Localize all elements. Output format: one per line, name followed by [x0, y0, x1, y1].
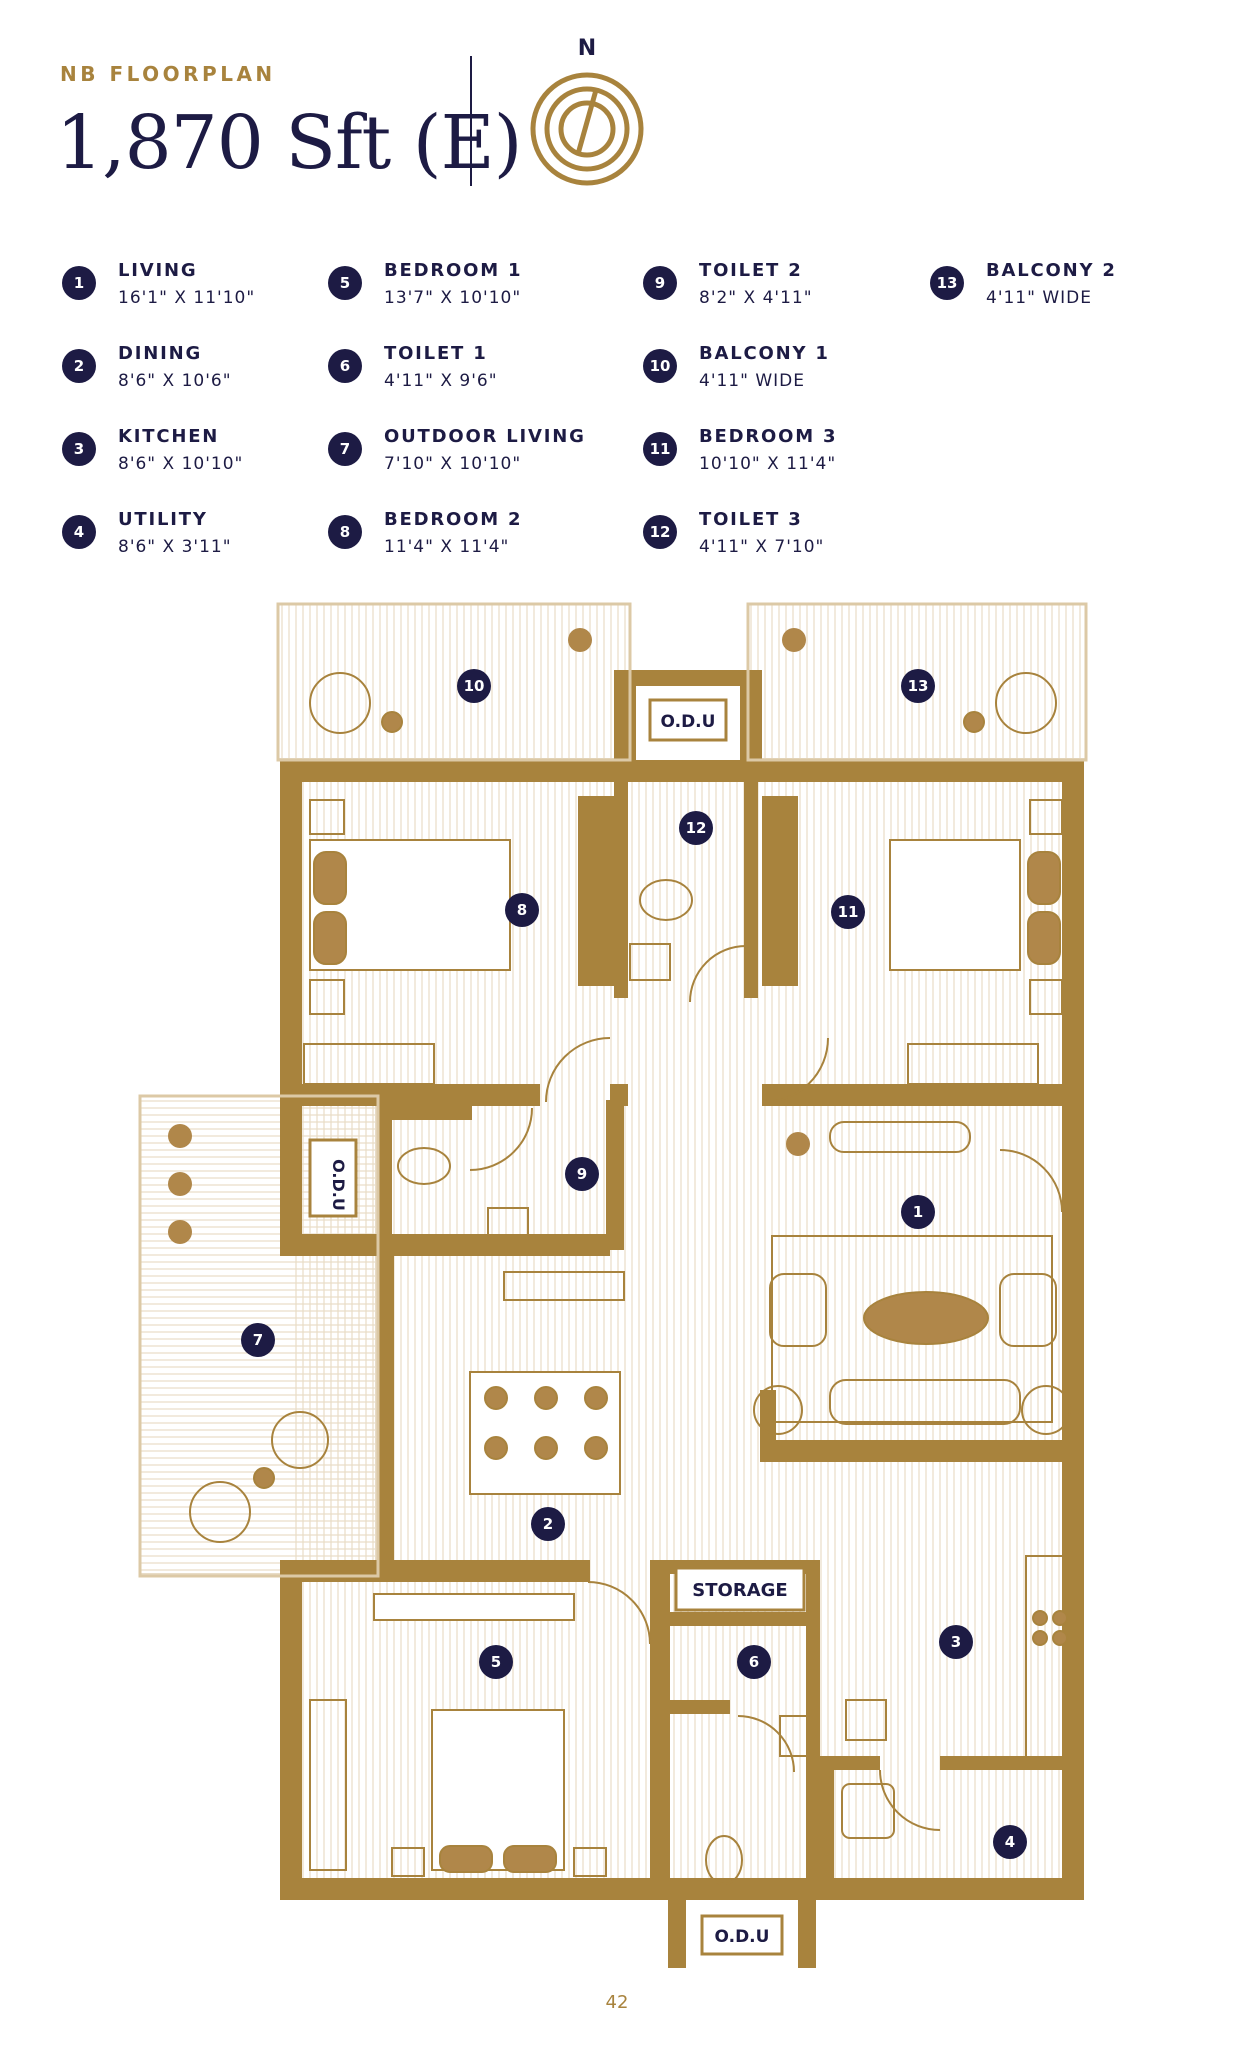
door-swings	[469, 945, 1063, 1831]
legend-room-name: TOILET 2	[699, 260, 803, 281]
eyebrow-label: NB FLOORPLAN	[60, 62, 276, 86]
legend-number-badge: 7	[328, 432, 362, 466]
compass-north-label: N	[577, 36, 597, 61]
legend-room-name: BALCONY 1	[699, 343, 830, 364]
legend-number-badge: 4	[62, 515, 96, 549]
legend-room-dimension: 4'11" WIDE	[699, 371, 805, 391]
header-divider	[470, 56, 472, 186]
compass-icon	[530, 72, 644, 186]
storage-label: STORAGE	[692, 1580, 787, 1601]
compass: N	[522, 36, 652, 188]
legend-room-dimension: 4'11" WIDE	[986, 288, 1092, 308]
svg-text:8: 8	[517, 901, 527, 919]
odu-label-left: O.D.U	[329, 1159, 348, 1211]
legend-room-name: TOILET 1	[384, 343, 488, 364]
svg-text:1: 1	[913, 1203, 923, 1221]
legend-room-name: UTILITY	[118, 509, 208, 530]
legend-number-badge: 3	[62, 432, 96, 466]
odu-label-bottom: O.D.U	[715, 1927, 770, 1947]
legend-room-name: TOILET 3	[699, 509, 803, 530]
legend-number-badge: 10	[643, 349, 677, 383]
svg-text:5: 5	[491, 1653, 501, 1671]
room-marker-4: 4	[993, 1825, 1027, 1859]
legend-room-name: BALCONY 2	[986, 260, 1117, 281]
svg-text:9: 9	[577, 1165, 587, 1183]
legend-room-dimension: 4'11" X 7'10"	[699, 537, 825, 557]
room-marker-5: 5	[479, 1645, 513, 1679]
svg-text:6: 6	[749, 1653, 759, 1671]
svg-text:3: 3	[951, 1633, 961, 1651]
storage: STORAGE	[674, 1566, 806, 1612]
legend-room-dimension: 11'4" X 11'4"	[384, 537, 510, 557]
svg-text:12: 12	[686, 819, 707, 837]
odu-label-top: O.D.U	[661, 712, 716, 732]
svg-text:2: 2	[543, 1515, 553, 1533]
legend-room-name: BEDROOM 1	[384, 260, 523, 281]
legend-room-dimension: 10'10" X 11'4"	[699, 454, 837, 474]
svg-text:4: 4	[1005, 1833, 1015, 1851]
room-marker-1: 1	[901, 1195, 935, 1229]
furniture	[189, 672, 1075, 1885]
legend-number-badge: 1	[62, 266, 96, 300]
room-marker-7: 7	[241, 1323, 275, 1357]
odu-units: O.D.U O.D.U O.D.U	[308, 698, 784, 1956]
legend-number-badge: 11	[643, 432, 677, 466]
legend-room-dimension: 8'6" X 3'11"	[118, 537, 232, 557]
legend-number-badge: 13	[930, 266, 964, 300]
room-marker-6: 6	[737, 1645, 771, 1679]
legend-number-badge: 8	[328, 515, 362, 549]
legend-room-dimension: 4'11" X 9'6"	[384, 371, 498, 391]
legend-number-badge: 2	[62, 349, 96, 383]
balcony-outlines	[138, 602, 1088, 1578]
legend-room-dimension: 7'10" X 10'10"	[384, 454, 522, 474]
room-marker-11: 11	[831, 895, 865, 929]
legend-room-name: DINING	[118, 343, 203, 364]
room-marker-2: 2	[531, 1507, 565, 1541]
legend-room-name: KITCHEN	[118, 426, 220, 447]
legend-room-name: LIVING	[118, 260, 198, 281]
svg-text:7: 7	[253, 1331, 263, 1349]
room-marker-12: 12	[679, 811, 713, 845]
legend-room-dimension: 8'6" X 10'6"	[118, 371, 232, 391]
legend-room-dimension: 16'1" X 11'10"	[118, 288, 256, 308]
legend-number-badge: 9	[643, 266, 677, 300]
svg-text:13: 13	[908, 677, 929, 695]
room-marker-13: 13	[901, 669, 935, 703]
room-legend: 1 LIVING 16'1" X 11'10" 2 DINING 8'6" X …	[0, 0, 1234, 580]
legend-room-name: BEDROOM 3	[699, 426, 838, 447]
legend-room-dimension: 8'6" X 10'10"	[118, 454, 244, 474]
room-marker-10: 10	[457, 669, 491, 703]
plants	[168, 628, 810, 1244]
svg-text:11: 11	[838, 903, 859, 921]
legend-number-badge: 6	[328, 349, 362, 383]
svg-text:10: 10	[464, 677, 485, 695]
room-markers: 10 13 12 8 11 9 1 7 2 5 6 3 4	[241, 669, 1027, 1859]
legend-number-badge: 5	[328, 266, 362, 300]
legend-room-dimension: 8'2" X 4'11"	[699, 288, 813, 308]
walls	[280, 670, 1084, 1968]
legend-room-dimension: 13'7" X 10'10"	[384, 288, 522, 308]
room-marker-8: 8	[505, 893, 539, 927]
page-number: 42	[605, 1992, 629, 2013]
room-marker-9: 9	[565, 1157, 599, 1191]
legend-room-name: BEDROOM 2	[384, 509, 523, 530]
page-title: 1,870 Sft (E)	[56, 100, 522, 186]
room-marker-3: 3	[939, 1625, 973, 1659]
legend-room-name: OUTDOOR LIVING	[384, 426, 586, 447]
legend-number-badge: 12	[643, 515, 677, 549]
